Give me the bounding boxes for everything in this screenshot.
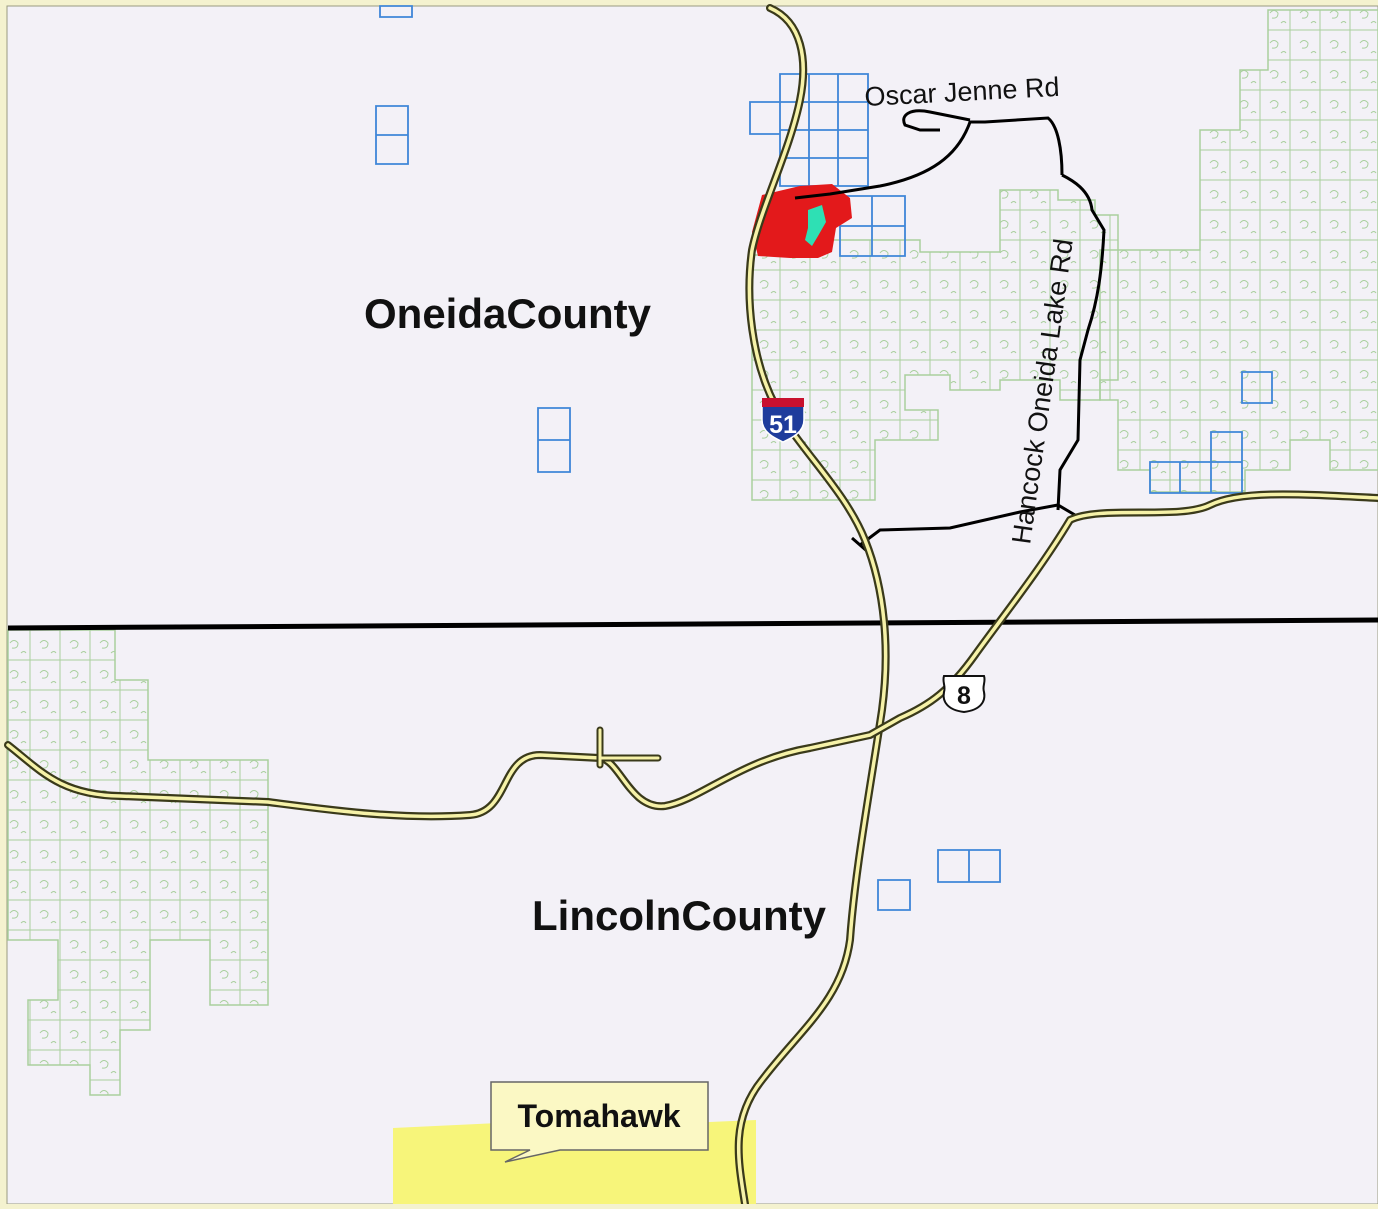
- oneida-county-label: OneidaCounty: [364, 290, 652, 337]
- lincoln-county-label: LincolnCounty: [532, 892, 827, 939]
- road-cross-connector: [859, 503, 1076, 547]
- map-background: [6, 5, 1378, 1205]
- us-route-8-shield[interactable]: 8: [942, 675, 986, 714]
- blue-parcel-south-1: [877, 879, 911, 911]
- county-boundary-line: [7, 617, 1378, 631]
- forest-parcels: [7, 9, 1378, 1096]
- blue-parcel-mid: [537, 407, 571, 473]
- red-parcel: [752, 184, 852, 258]
- interstate-shield-red: [762, 398, 804, 407]
- blue-parcel-top: [379, 5, 413, 18]
- tomahawk-label: Tomahawk: [518, 1098, 681, 1134]
- interstate-51-number: 51: [769, 411, 797, 439]
- blue-parcel-south-2: [937, 849, 1001, 883]
- us-route-shield-body: [942, 675, 986, 714]
- tomahawk-callout[interactable]: Tomahawk: [490, 1081, 709, 1163]
- us-route-8-number: 8: [957, 682, 971, 710]
- forest-parcel-southwest: [7, 629, 269, 1096]
- road-hancock-oneida-lake: [1056, 173, 1106, 511]
- interstate-51-shield[interactable]: 51: [761, 398, 805, 443]
- blue-parcel-cluster-north: [749, 73, 869, 187]
- water-body: [805, 205, 826, 246]
- interstate-51: [734, 4, 890, 1208]
- blue-parcel-cluster-east: [839, 195, 906, 257]
- tomahawk-callout-box: [490, 1081, 709, 1163]
- ramp-spurs: [596, 726, 662, 769]
- local-roads: [794, 109, 1106, 554]
- road-oscar-jenne-loop: [902, 109, 971, 132]
- blue-parcel-nw: [375, 105, 409, 165]
- highways: [4, 4, 1378, 1208]
- interstate-shield-blue: [761, 405, 805, 443]
- blue-parcel-east-single: [1241, 371, 1273, 404]
- us-route-8: [4, 490, 1378, 821]
- forest-parcel-east: [1099, 9, 1378, 493]
- road-oscar-jenne: [794, 116, 1064, 200]
